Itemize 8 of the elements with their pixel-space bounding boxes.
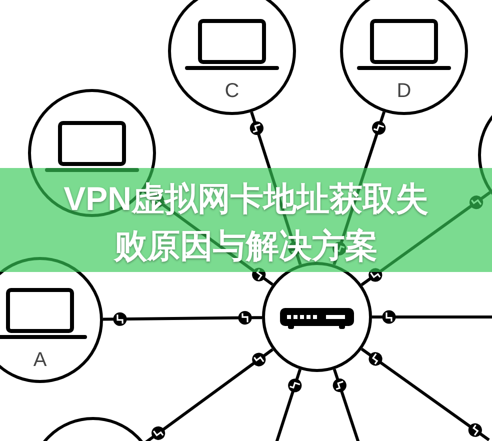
network-link [360,191,491,286]
node-label: A [33,348,47,372]
network-link [360,348,490,441]
network-link [102,310,262,327]
network-link [144,348,274,441]
node-label: C [224,78,240,102]
node-label: D [396,78,412,102]
network-link [372,309,492,325]
